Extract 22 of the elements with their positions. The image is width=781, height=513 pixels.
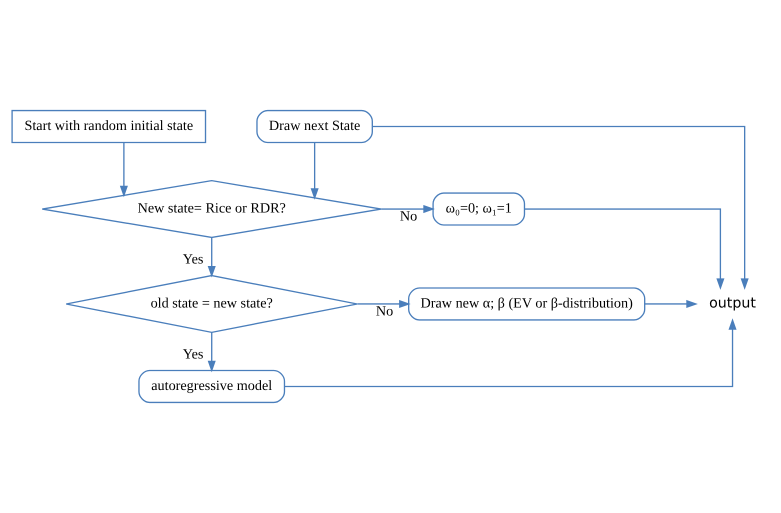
arrow xyxy=(524,208,724,290)
node-diamond: New state= Rice or RDR? xyxy=(42,180,382,238)
node-diamond: old state = new state? xyxy=(66,274,358,334)
node-box: autoregressive model xyxy=(138,370,286,404)
arrow xyxy=(284,318,737,388)
arrow xyxy=(310,142,319,200)
arrow xyxy=(208,332,216,372)
edge-label: Yes xyxy=(182,346,204,362)
node-box: Start with random initial state xyxy=(11,110,206,144)
edge-label: No xyxy=(376,303,394,320)
arrow xyxy=(357,300,411,308)
node-box: Draw new α; β (EV or β-distribution) xyxy=(408,287,646,321)
node-text: output xyxy=(709,295,756,312)
arrow xyxy=(644,300,698,308)
arrow xyxy=(120,142,128,198)
node-box: ω₀=0; ω₁=1 xyxy=(432,192,526,226)
arrow xyxy=(208,238,216,278)
arrow xyxy=(381,204,435,214)
edge-label: No xyxy=(400,208,418,224)
edge-label: Yes xyxy=(182,251,204,268)
node-box: Draw next State xyxy=(256,110,373,144)
arrow xyxy=(372,126,749,290)
